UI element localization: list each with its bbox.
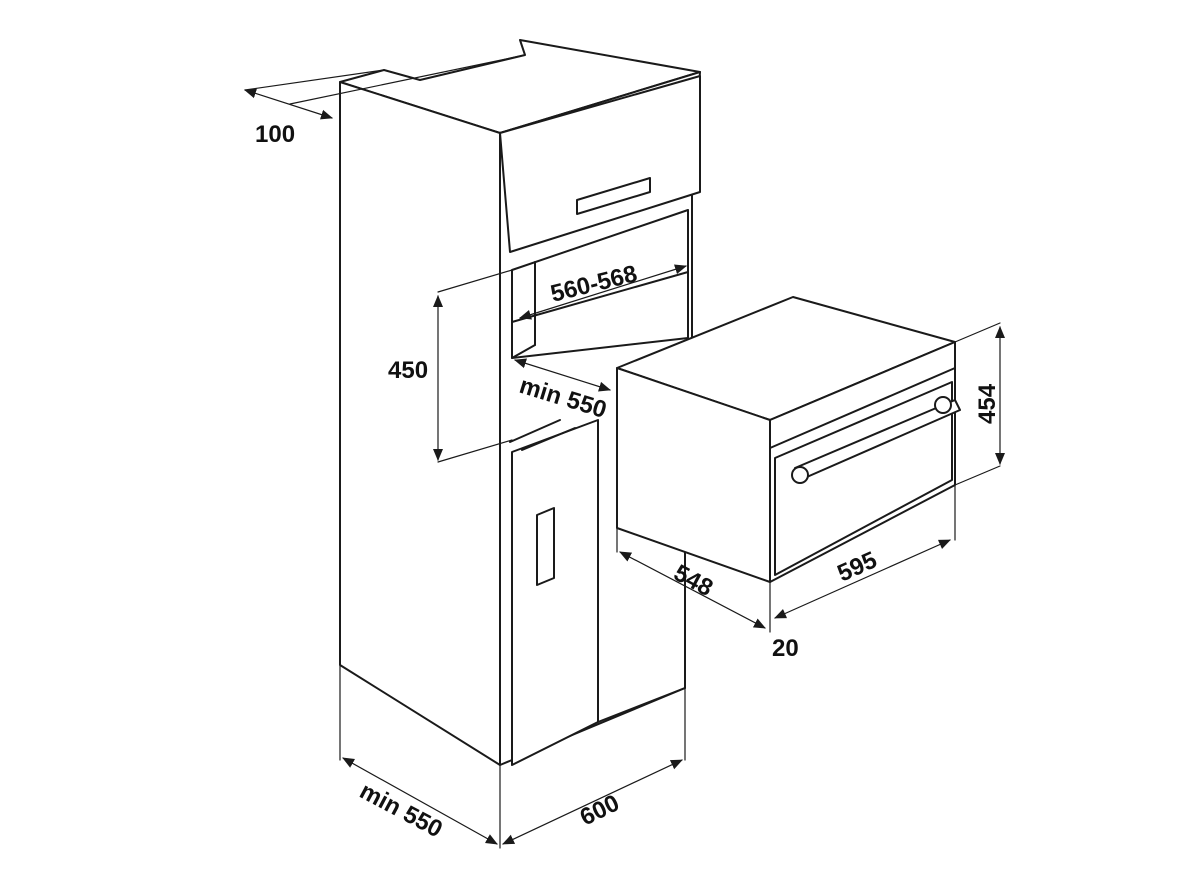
dim-line-niche-depth — [514, 358, 611, 392]
handle-cap-left-icon — [791, 466, 809, 484]
label-oven-height: 454 — [974, 383, 1001, 424]
oven-control-panel — [769, 341, 956, 449]
ext-line-oven-height-top — [954, 322, 1001, 343]
niche-floor-edge — [511, 344, 536, 359]
ext-line-niche-height-top — [437, 269, 513, 293]
upper-drawer-panel — [499, 75, 701, 253]
dim-line-niche-width — [519, 264, 687, 320]
ext-line-oven-height-bottom — [954, 465, 1001, 486]
handle-cap-right-icon — [934, 396, 952, 414]
label-cabinet-width: 600 — [576, 790, 624, 832]
cabinet-base-edge — [597, 687, 686, 723]
label-front-offset: 20 — [772, 635, 799, 662]
label-top-gap: 100 — [255, 121, 295, 148]
label-niche-height: 450 — [388, 357, 428, 384]
label-cabinet-depth: min 550 — [355, 777, 447, 843]
built-in-oven — [616, 296, 961, 583]
dimension-lines — [244, 54, 1005, 849]
upper-drawer-handle — [576, 177, 651, 215]
lower-door-handle — [536, 507, 555, 586]
dim-line-top-gap — [244, 88, 333, 120]
ext-line-top-gap-1 — [244, 69, 385, 91]
niche-bottom-ledge — [509, 419, 561, 443]
dim-line-cabinet-depth — [342, 757, 498, 845]
dim-line-oven-width — [774, 539, 951, 619]
label-oven-width: 595 — [833, 547, 881, 588]
cabinet-side-panel — [339, 81, 501, 766]
ext-line-top-gap-2 — [289, 54, 526, 105]
dim-line-cabinet-width — [502, 759, 683, 845]
niche-bottom-ledge-2 — [521, 427, 576, 451]
ext-line-niche-height-bottom — [437, 439, 513, 463]
dim-line-oven-depth — [619, 551, 766, 629]
lower-cabinet-door — [511, 419, 599, 766]
